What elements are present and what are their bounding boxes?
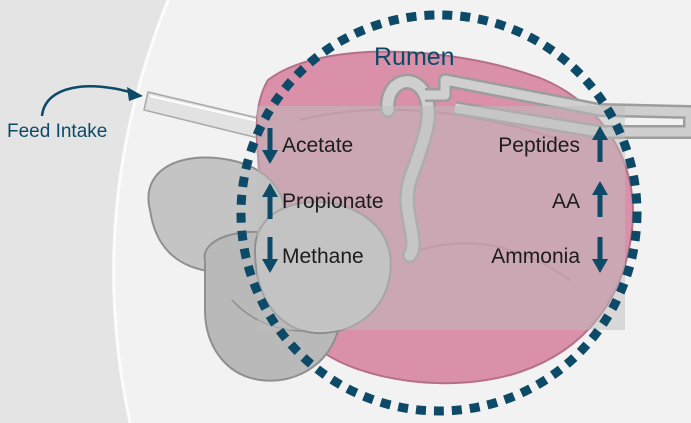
up-arrow-icon: [262, 183, 278, 219]
diagram-title: Rumen: [374, 45, 455, 70]
down-arrow-icon: [262, 237, 278, 273]
left-item-label: Methane: [282, 246, 364, 267]
left-item-label: Propionate: [282, 191, 384, 212]
feed-intake-label: Feed Intake: [7, 122, 107, 141]
background-curve: [0, 0, 168, 423]
right-item-label: AA: [552, 191, 580, 212]
down-arrow-icon: [262, 128, 278, 164]
esophagus-tube: [144, 92, 258, 138]
down-arrow-icon: [592, 237, 608, 273]
right-item-label: Peptides: [498, 135, 580, 156]
up-arrow-icon: [592, 126, 608, 162]
right-item-label: Ammonia: [491, 246, 580, 267]
left-item-label: Acetate: [282, 135, 353, 156]
up-arrow-icon: [592, 181, 608, 217]
